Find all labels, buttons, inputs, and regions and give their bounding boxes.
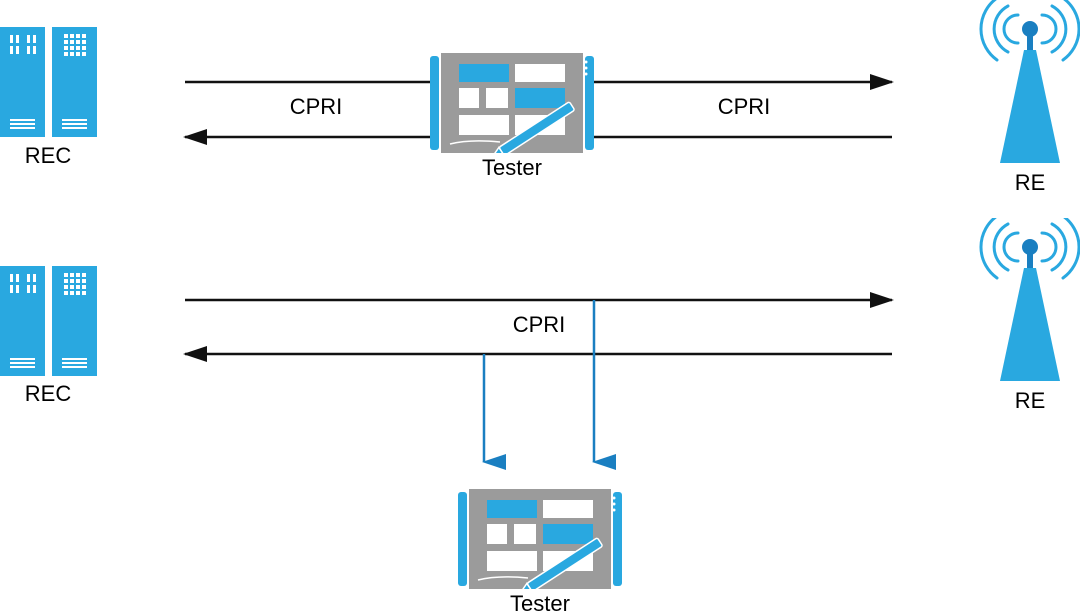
scenario-monitor: REC CPRI Tester RE bbox=[0, 218, 1080, 613]
rec-label: REC bbox=[25, 143, 72, 168]
tester-tablet-icon bbox=[430, 53, 594, 153]
re-radio-tower-icon bbox=[979, 0, 1080, 165]
rec-server-icon bbox=[0, 266, 97, 376]
cpri-label-right: CPRI bbox=[718, 94, 771, 119]
re-label: RE bbox=[1015, 170, 1046, 195]
tester-tablet-icon bbox=[458, 489, 622, 589]
tester-label: Tester bbox=[510, 591, 570, 613]
tester-label: Tester bbox=[482, 155, 542, 180]
cpri-label-left: CPRI bbox=[290, 94, 343, 119]
re-label: RE bbox=[1015, 388, 1046, 413]
re-radio-tower-icon bbox=[979, 218, 1080, 383]
cpri-label: CPRI bbox=[513, 312, 566, 337]
rec-label: REC bbox=[25, 381, 72, 406]
rec-server-icon bbox=[0, 27, 97, 137]
scenario-inline: REC CPRI CPRI Tester RE bbox=[0, 0, 1080, 195]
